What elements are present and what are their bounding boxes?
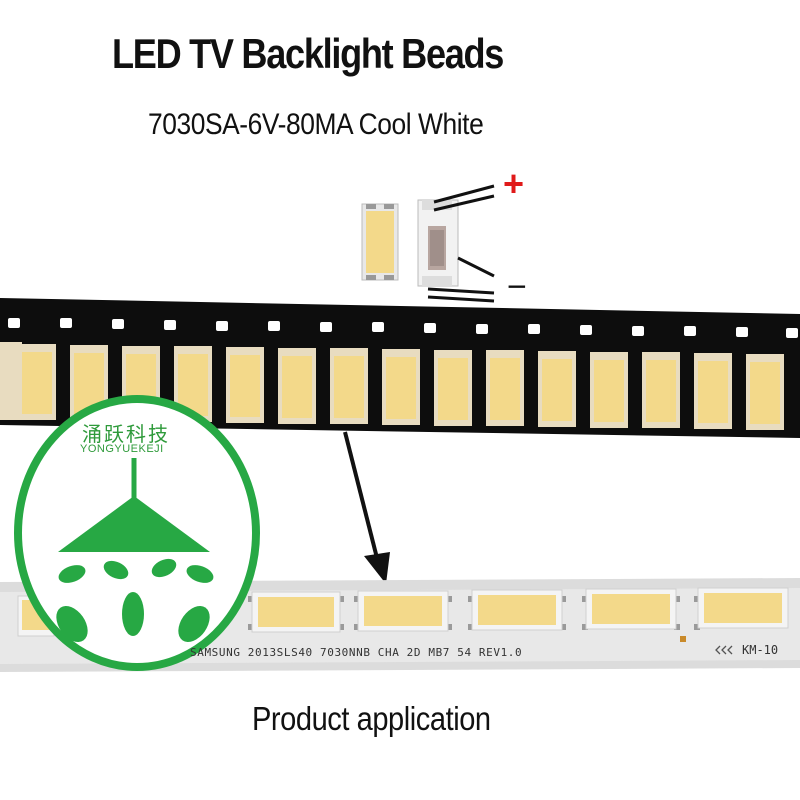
led-tape-reel	[0, 298, 800, 438]
single-led-back	[417, 199, 459, 287]
arrow-pointer	[343, 431, 390, 584]
product-spec: 7030SA-6V-80MA Cool White	[148, 108, 484, 141]
company-logo	[14, 395, 260, 671]
application-caption: Product application	[252, 700, 491, 737]
page-title: LED TV Backlight Beads	[112, 30, 504, 77]
logo-english-text: YONGYUEKEJI	[80, 443, 164, 455]
strip-marking-text: SAMSUNG 2013SLS40 7030NNB CHA 2D MB7 54 …	[190, 646, 523, 659]
polarity-lines	[427, 184, 495, 303]
negative-terminal-label: −	[507, 268, 527, 306]
single-led-front	[361, 203, 399, 281]
lamp-shade	[58, 496, 210, 552]
positive-terminal-label: +	[503, 163, 525, 204]
strip-code-text: KM-10	[742, 643, 779, 657]
logo-chinese-text: 涌跃科技	[82, 424, 170, 446]
strip-chevrons	[715, 645, 733, 655]
leaf-drops	[56, 558, 214, 643]
